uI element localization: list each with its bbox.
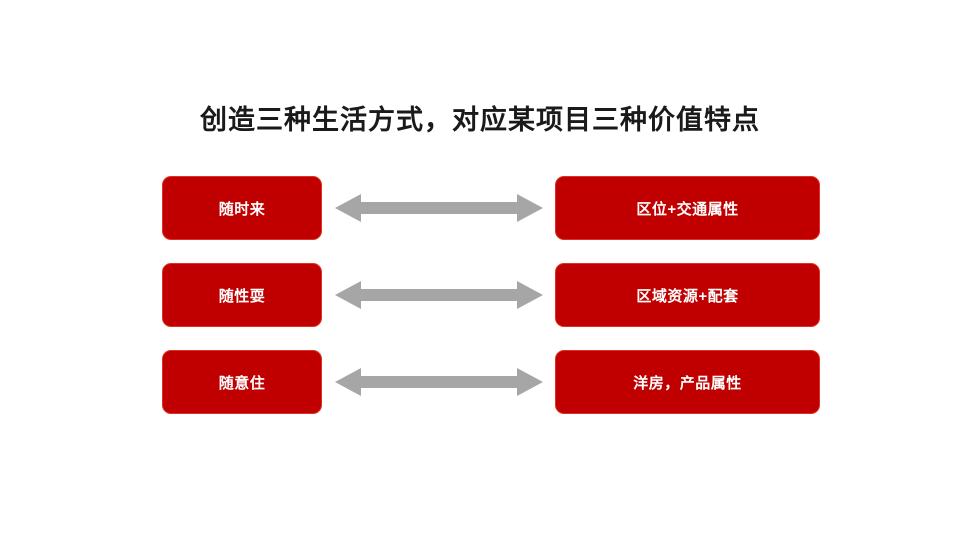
value-box-3[interactable]: 洋房，产品属性 [555, 350, 820, 414]
value-box-3-label: 洋房，产品属性 [633, 374, 742, 392]
lifestyle-box-3-label: 随意住 [218, 374, 266, 392]
diagram-row: 随性耍 区域资源+配套 [0, 263, 960, 327]
value-box-2[interactable]: 区域资源+配套 [555, 263, 820, 327]
lifestyle-box-2-label: 随性耍 [218, 287, 266, 305]
double-arrow-icon [335, 281, 543, 309]
double-arrow-icon [335, 368, 543, 396]
value-box-2-label: 区域资源+配套 [636, 287, 739, 305]
lifestyle-box-1[interactable]: 随时来 [162, 176, 322, 240]
double-arrow-icon [335, 194, 543, 222]
page-title: 创造三种生活方式，对应某项目三种价值特点 [200, 105, 760, 135]
diagram-rows: 随时来 区位+交通属性 随性耍 区域资源+配套 [0, 176, 960, 437]
value-box-1[interactable]: 区位+交通属性 [555, 176, 820, 240]
lifestyle-box-3[interactable]: 随意住 [162, 350, 322, 414]
lifestyle-box-1-label: 随时来 [218, 200, 266, 218]
diagram-row: 随时来 区位+交通属性 [0, 176, 960, 240]
lifestyle-box-2[interactable]: 随性耍 [162, 263, 322, 327]
value-box-1-label: 区位+交通属性 [636, 200, 739, 218]
diagram-row: 随意住 洋房，产品属性 [0, 350, 960, 414]
